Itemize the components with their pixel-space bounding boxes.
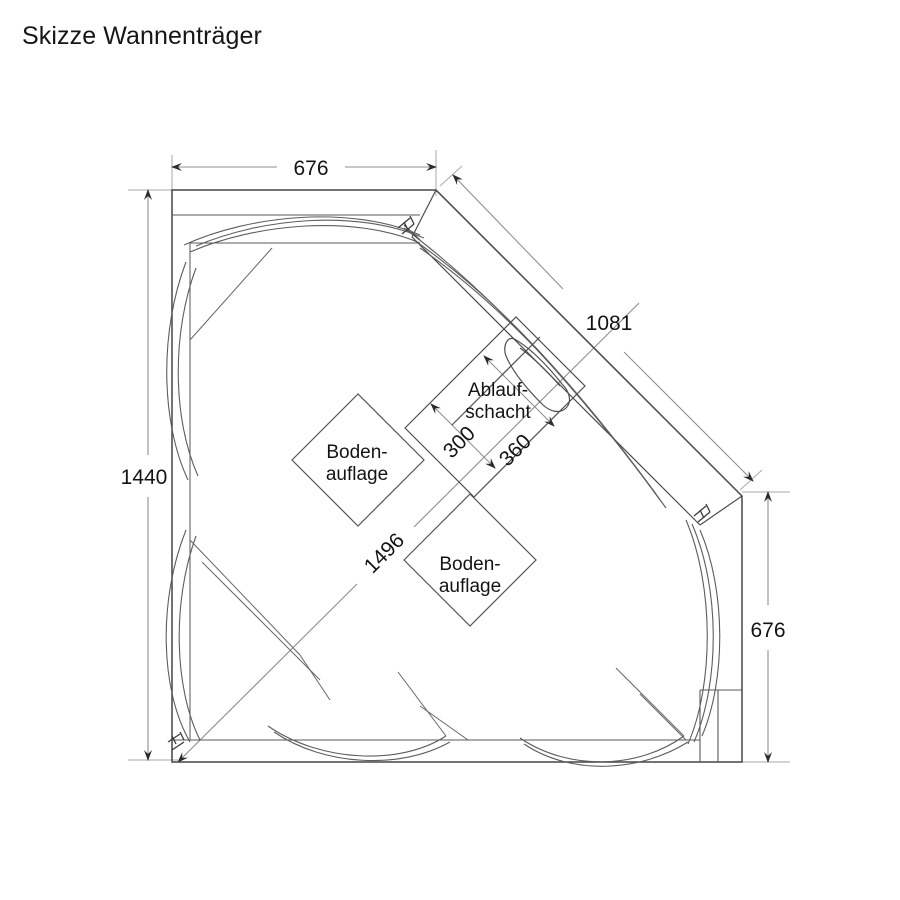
floor-support-squares — [291, 393, 537, 627]
dimension-label-300: 300 — [439, 422, 480, 463]
label-bodenauflage-upper-line2: auflage — [326, 464, 388, 485]
dimension-label-right-676: 676 — [750, 619, 785, 642]
dimension-diagonal-1496 — [177, 302, 640, 763]
page-title: Skizze Wannenträger — [22, 22, 262, 50]
dimension-300 — [430, 403, 496, 469]
label-ablaufschacht-line2: schacht — [465, 402, 531, 423]
dimension-label-top-676: 676 — [293, 157, 328, 180]
break-symbols — [167, 215, 711, 751]
dimension-lines — [144, 163, 772, 763]
tub-shell-contour — [165, 216, 721, 767]
tub-floor-polygon — [189, 243, 687, 741]
outer-frame — [171, 189, 743, 763]
label-ablaufschacht-line1: Ablauf- — [468, 380, 528, 401]
dimension-label-diagonal-1496: 1496 — [360, 529, 409, 578]
frame-inner-offset — [172, 214, 742, 762]
label-bodenauflage-lower-line1: Boden- — [439, 554, 500, 575]
angled-front-band — [403, 189, 743, 526]
floor-support-square-upper — [291, 393, 425, 527]
break-symbol-right — [693, 503, 711, 523]
dimension-label-diagonal-1081: 1081 — [586, 312, 633, 335]
floor-support-square-lower — [403, 493, 537, 627]
dimension-label-left-1440: 1440 — [121, 466, 168, 489]
break-symbol-bottom-left — [167, 731, 185, 751]
label-bodenauflage-lower-line2: auflage — [439, 576, 501, 597]
annotation-labels: Ablauf- schacht Boden- auflage Boden- au… — [326, 380, 532, 597]
label-bodenauflage-upper-line1: Boden- — [326, 442, 387, 463]
dimension-diagonal-1081 — [452, 174, 754, 482]
break-symbol-top — [397, 215, 415, 235]
drain-shaft-outline — [404, 316, 586, 498]
dimension-label-360: 360 — [495, 430, 536, 471]
